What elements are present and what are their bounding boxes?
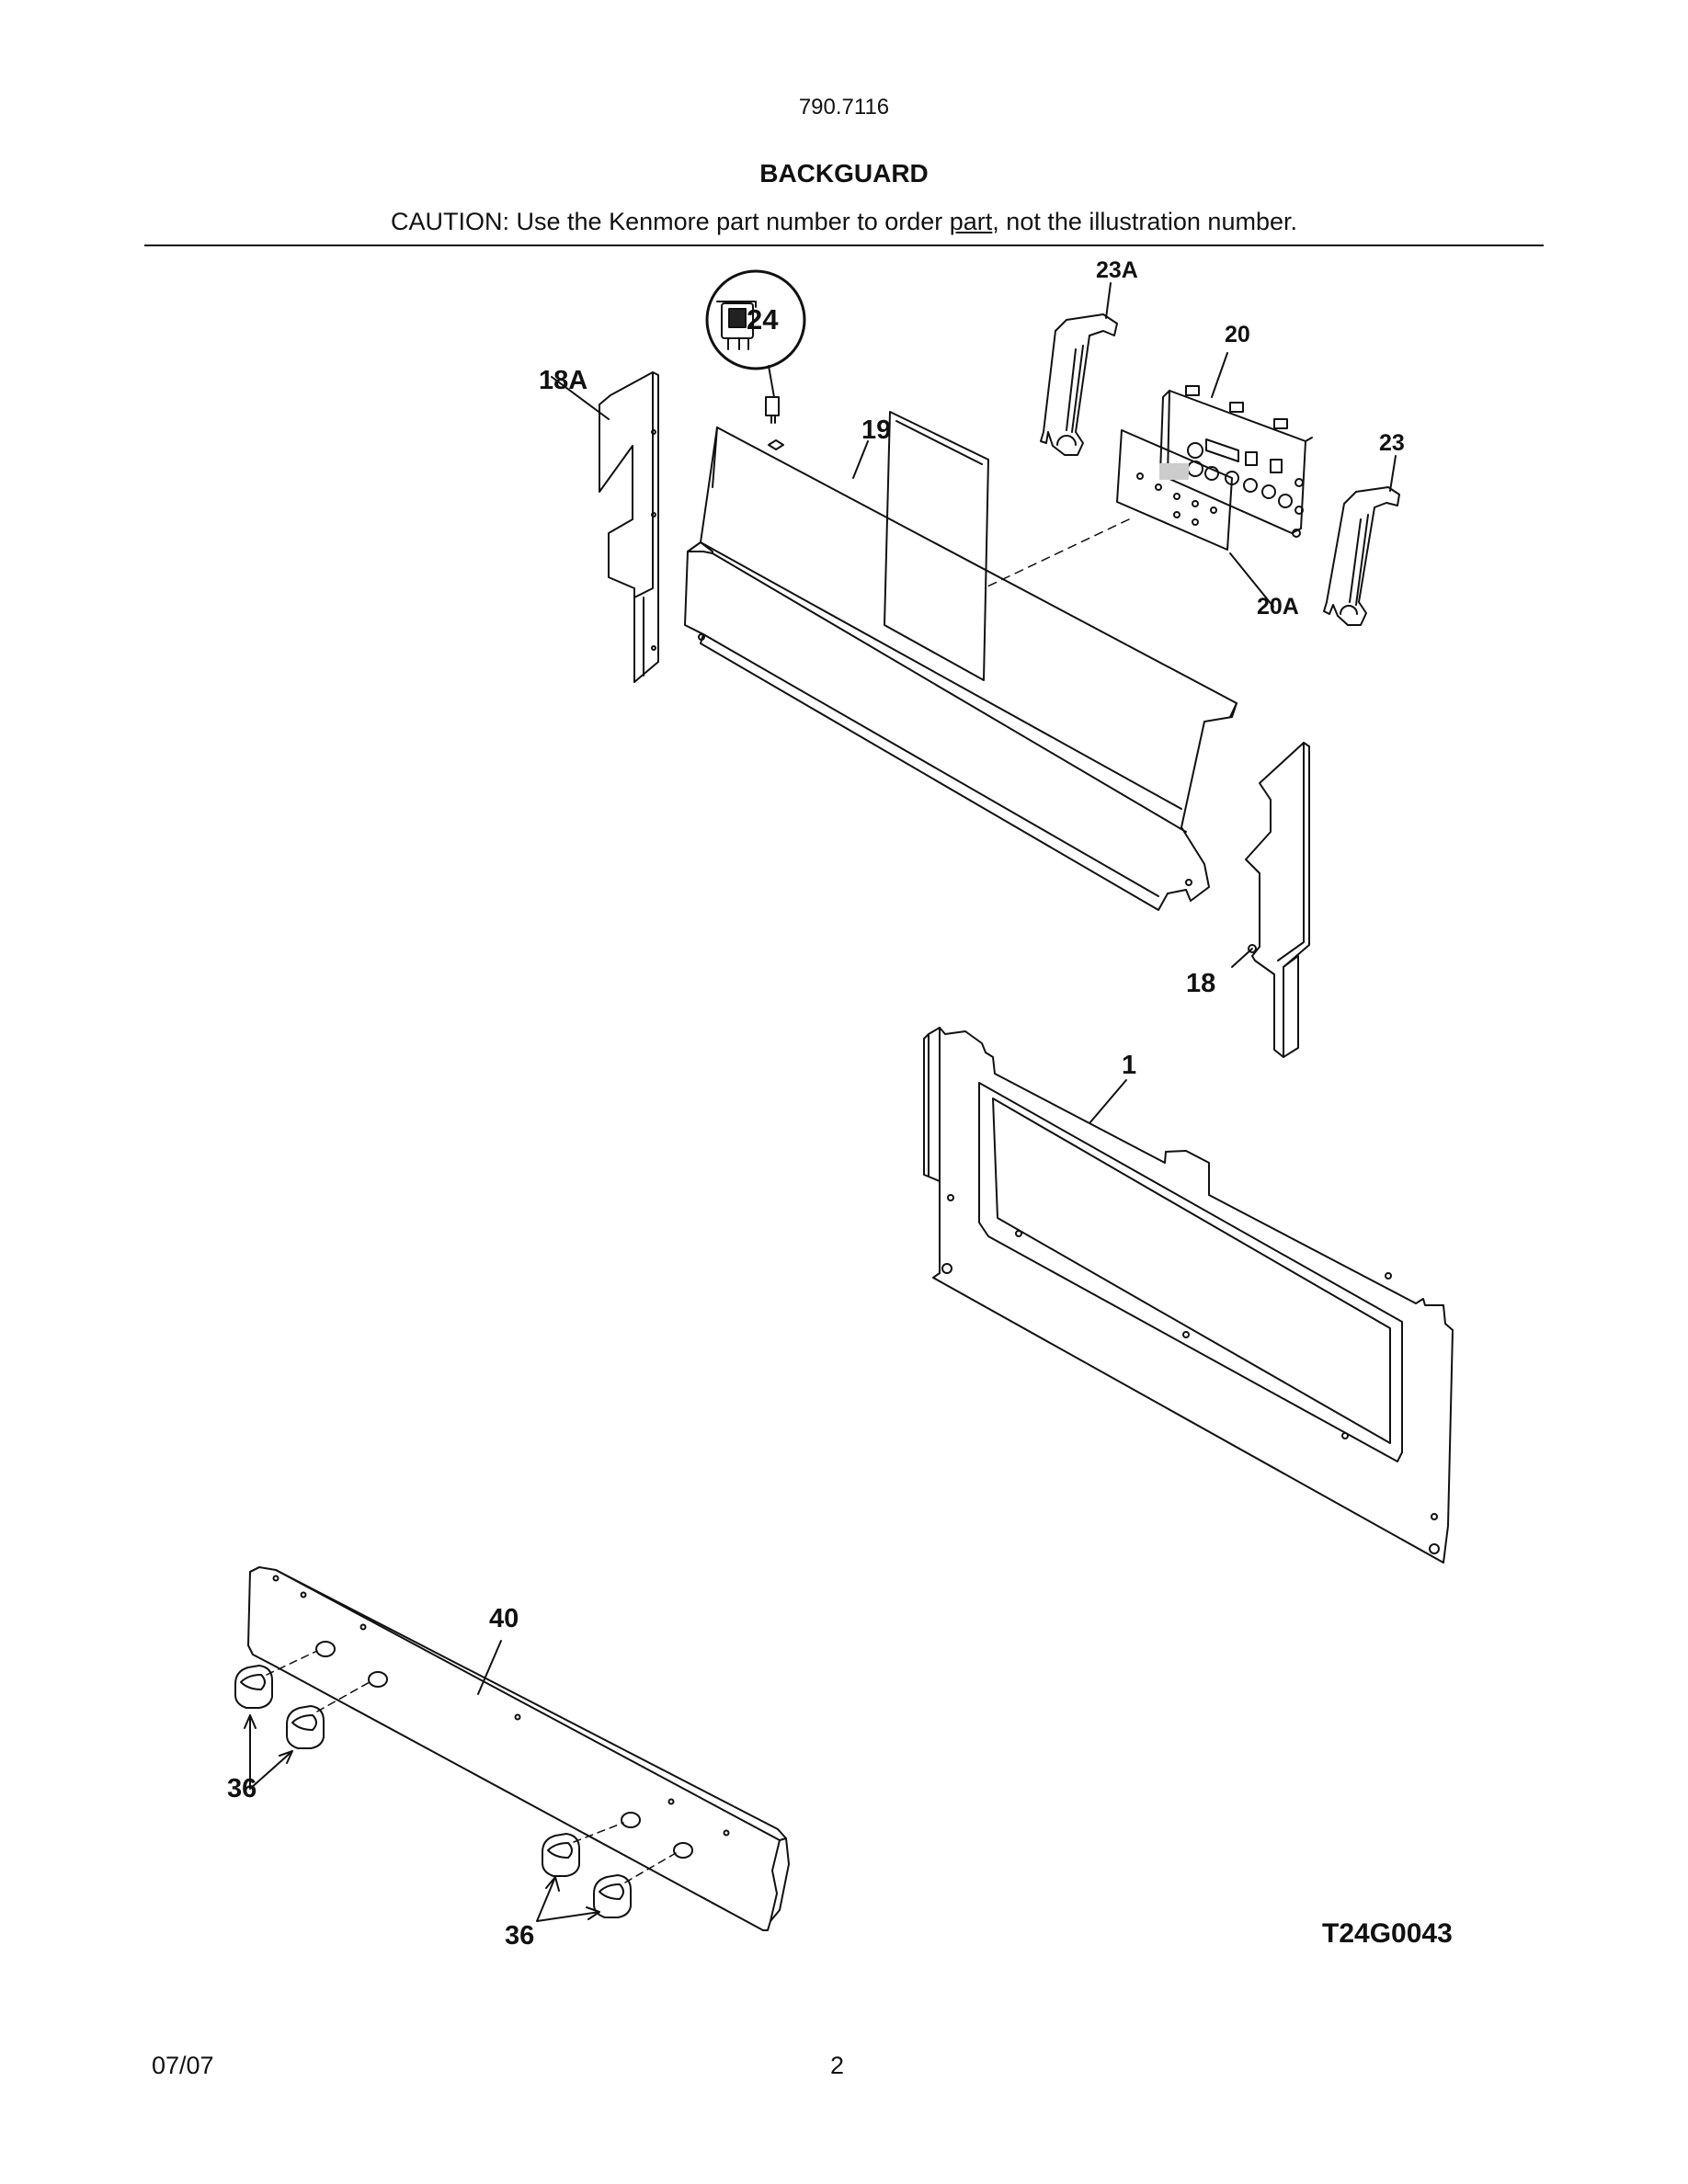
part-36-knobs-upper — [234, 1650, 371, 1749]
leader-1 — [1089, 1079, 1127, 1124]
part-36-knobs-lower — [542, 1822, 677, 1918]
callout-23: 23 — [1379, 430, 1405, 456]
callout-1: 1 — [1122, 1051, 1137, 1080]
callout-40: 40 — [489, 1604, 519, 1633]
leader-36-lower — [536, 1876, 600, 1922]
part-20a-overlay — [1116, 429, 1233, 551]
leader-20a — [1229, 552, 1274, 608]
part-23a-bracket — [1040, 313, 1118, 456]
part-24-rocker-switch — [705, 269, 806, 450]
callout-20a: 20A — [1257, 594, 1299, 620]
leader-20 — [1211, 352, 1228, 398]
leader-36-upper — [244, 1714, 293, 1790]
callout-23a: 23A — [1096, 257, 1138, 283]
caution-text: CAUTION: Use the Kenmore part number to … — [391, 208, 950, 235]
caution-text-end: , not the illustration number. — [992, 208, 1297, 235]
footer-date: 07/07 — [152, 2052, 214, 2079]
callout-19: 19 — [861, 415, 892, 445]
leader-23 — [1389, 455, 1397, 492]
figure-code: T24G0043 — [1322, 1918, 1453, 1949]
part-40-control-panel — [247, 1566, 790, 1931]
part-18-right-side-trim — [1245, 742, 1310, 1058]
leader-19 — [852, 440, 869, 479]
callout-20: 20 — [1225, 322, 1250, 347]
model-number: 790.7116 — [798, 95, 890, 119]
callout-36-lower: 36 — [505, 1921, 535, 1951]
leader-23a — [1105, 282, 1112, 319]
leader-18a — [551, 376, 610, 420]
callout-24: 24 — [747, 303, 779, 336]
part-20-control-board — [1159, 385, 1313, 538]
part-1-rear-panel — [923, 1027, 1454, 1564]
header-rule — [144, 245, 1544, 246]
leader-18 — [1231, 948, 1253, 968]
part-19-console-backguard — [684, 411, 1237, 911]
part-18a-left-side-trim — [599, 371, 659, 683]
page-title: BACKGUARD — [759, 159, 929, 188]
page-number: 2 — [830, 2052, 845, 2079]
caution-underlined-word: part — [949, 208, 993, 235]
callout-36-upper: 36 — [227, 1774, 257, 1803]
assembly-line-overlay — [983, 518, 1130, 589]
callout-18a: 18A — [539, 366, 588, 395]
part-23-bracket — [1323, 486, 1400, 626]
leader-40 — [477, 1640, 502, 1695]
caution-notice: CAUTION: Use the Kenmore part number to … — [0, 208, 1688, 236]
callout-18: 18 — [1186, 969, 1216, 998]
